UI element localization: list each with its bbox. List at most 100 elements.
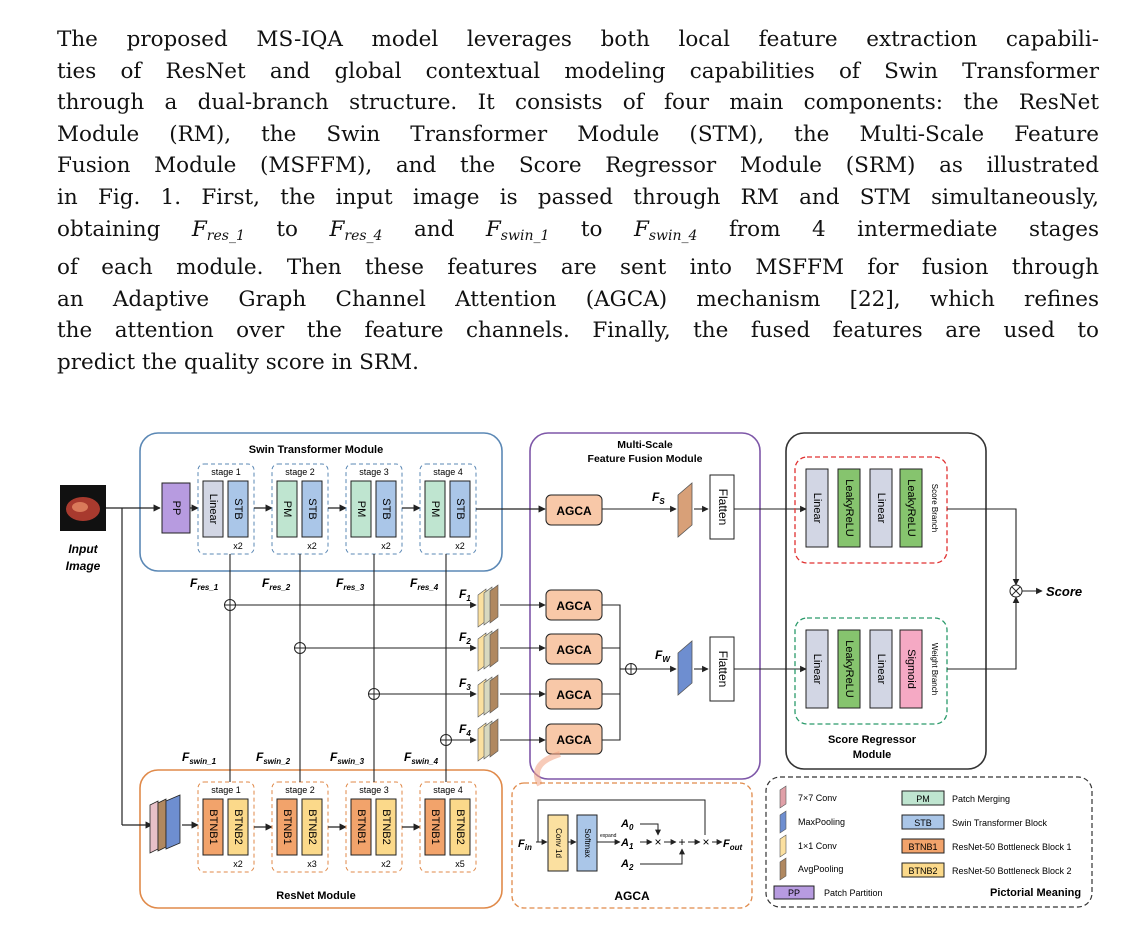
block-label: Linear bbox=[875, 493, 887, 524]
a0-label: A0 bbox=[620, 818, 634, 832]
srm-title-1: Score Regressor bbox=[828, 734, 917, 746]
msffm-frame bbox=[529, 432, 761, 780]
oplus-icon-cross bbox=[625, 663, 637, 675]
fout-label: Fout bbox=[723, 838, 743, 852]
legend-label: ResNet-50 Bottleneck Block 1 bbox=[952, 842, 1072, 852]
feature-stack-3 bbox=[477, 674, 499, 718]
pm-swatch bbox=[901, 790, 945, 806]
input-image-highlight bbox=[72, 502, 88, 512]
repeat-label: x2 bbox=[233, 541, 243, 551]
otimes-icon-cross bbox=[1011, 586, 1021, 596]
conv1d-label: Conv 1d bbox=[554, 828, 563, 858]
stb-swatch bbox=[901, 814, 945, 830]
avgpooling-icon bbox=[779, 857, 787, 881]
f3-label: F3 bbox=[459, 676, 471, 692]
block-label: BTNB1 bbox=[207, 809, 219, 844]
oplus-icon-cross bbox=[224, 599, 236, 611]
pm-block bbox=[350, 480, 372, 538]
plus-op: + bbox=[678, 835, 685, 849]
math-symbol: F bbox=[329, 216, 345, 242]
legend: 7×7 Conv MaxPooling 1×1 Conv AvgPooling … bbox=[765, 776, 1093, 908]
f4-label: F4 bbox=[459, 722, 471, 738]
score-branch-label: Score Branch bbox=[930, 484, 939, 532]
repeat-label: x2 bbox=[381, 859, 391, 869]
a1-label: A1 bbox=[620, 837, 634, 851]
softmax-label: Softmax bbox=[583, 828, 592, 857]
srm-title-2: Module bbox=[853, 749, 892, 761]
agca-box bbox=[545, 723, 603, 755]
stb-block bbox=[375, 480, 397, 538]
score-branch: Linear LeakyReLU Linear LeakyReLU Score … bbox=[794, 456, 948, 564]
agca-detail-title: AGCA bbox=[614, 889, 650, 903]
fs-label: FS bbox=[652, 490, 665, 506]
f2-label: F2 bbox=[459, 630, 471, 646]
block-label: LeakyReLU bbox=[905, 479, 917, 537]
block-label: STB bbox=[454, 498, 466, 519]
block-label: BTNB2 bbox=[380, 809, 392, 844]
times-op: × bbox=[702, 835, 709, 849]
flatten-label: Flatten bbox=[716, 489, 730, 526]
math-symbol: F bbox=[191, 216, 207, 242]
block-label: PM bbox=[429, 501, 441, 518]
agca-detail-frame bbox=[511, 782, 753, 909]
f-swin-1-label: Fswin_1 bbox=[182, 750, 217, 766]
legend-label: Patch Partition bbox=[824, 888, 883, 898]
block-label: Linear bbox=[811, 493, 823, 524]
architecture-figure: Swin Transformer Module ResNet Module Mu… bbox=[60, 432, 1093, 909]
fs-feature-icon bbox=[677, 482, 693, 538]
legend-frame bbox=[765, 776, 1093, 908]
resnet-stage-4: stage 4 BTNB1 BTNB2 x5 bbox=[419, 781, 477, 873]
resnet-module-frame bbox=[139, 769, 503, 909]
feature-map-icon bbox=[489, 674, 499, 714]
flatten-box-top bbox=[709, 474, 735, 540]
a2-path bbox=[640, 848, 685, 865]
paragraph-line: The proposed MS-IQA model leverages both… bbox=[57, 27, 1099, 52]
block-label: LeakyReLU bbox=[843, 479, 855, 537]
maxpooling-icon bbox=[779, 810, 787, 834]
btnb1-swatch bbox=[901, 838, 945, 854]
leakyrelu-block bbox=[899, 468, 923, 548]
weight-branch-label: Weight Branch bbox=[930, 643, 939, 695]
block-label: STB bbox=[380, 498, 392, 519]
block-label: Sigmoid bbox=[905, 649, 917, 689]
conv7-icon bbox=[157, 798, 167, 852]
f-res-3-label: Fres_3 bbox=[336, 576, 365, 592]
oplus-icon-cross bbox=[368, 688, 380, 700]
math-symbol: F bbox=[485, 216, 501, 242]
block-label: BTNB1 bbox=[281, 809, 293, 844]
resnet-stage-2: stage 2 BTNB1 BTNB2 x3 bbox=[271, 781, 329, 873]
math-subscript: swin_1 bbox=[500, 227, 550, 244]
stage-label: stage 4 bbox=[433, 785, 463, 795]
swin-module-title: Swin Transformer Module bbox=[249, 444, 383, 456]
agca-label: AGCA bbox=[556, 504, 592, 518]
srm-frame bbox=[785, 432, 987, 770]
agca-box bbox=[545, 633, 603, 665]
legend-label: ResNet-50 Bottleneck Block 2 bbox=[952, 866, 1072, 876]
body-paragraph: The proposed MS-IQA model leverages both… bbox=[57, 24, 1099, 379]
resnet-module-title: ResNet Module bbox=[276, 890, 355, 902]
oplus-icon-cross bbox=[440, 734, 452, 746]
pp-label: PP bbox=[170, 501, 182, 516]
text-run: to bbox=[549, 216, 634, 242]
text-run: obtaining bbox=[57, 216, 192, 242]
fw-feature-icon bbox=[677, 640, 693, 696]
feature-stack-2 bbox=[477, 628, 499, 672]
legend-label: Patch Merging bbox=[952, 794, 1010, 804]
msffm-title-1: Multi-Scale bbox=[617, 439, 673, 451]
legend-title: Pictorial Meaning bbox=[990, 887, 1081, 899]
times-op: × bbox=[654, 835, 661, 849]
legend-label: MaxPooling bbox=[798, 817, 845, 827]
feature-stack-1 bbox=[477, 584, 499, 628]
weight-branch: Linear LeakyReLU Linear Sigmoid Weight B… bbox=[794, 617, 948, 725]
swin-stage-4: stage 4 PM STB x2 bbox=[419, 463, 477, 555]
linear-block bbox=[202, 480, 224, 538]
btnb2-swatch bbox=[901, 862, 945, 878]
weight-branch-frame bbox=[794, 617, 948, 725]
agca-block-2: AGCA bbox=[545, 633, 603, 665]
flatten-box-bottom bbox=[709, 636, 735, 702]
agca-merge-lines bbox=[602, 604, 621, 741]
pm-block bbox=[424, 480, 446, 538]
agca-label: AGCA bbox=[556, 733, 592, 747]
score-branch-frame bbox=[794, 456, 948, 564]
pp-swatch bbox=[773, 885, 815, 900]
